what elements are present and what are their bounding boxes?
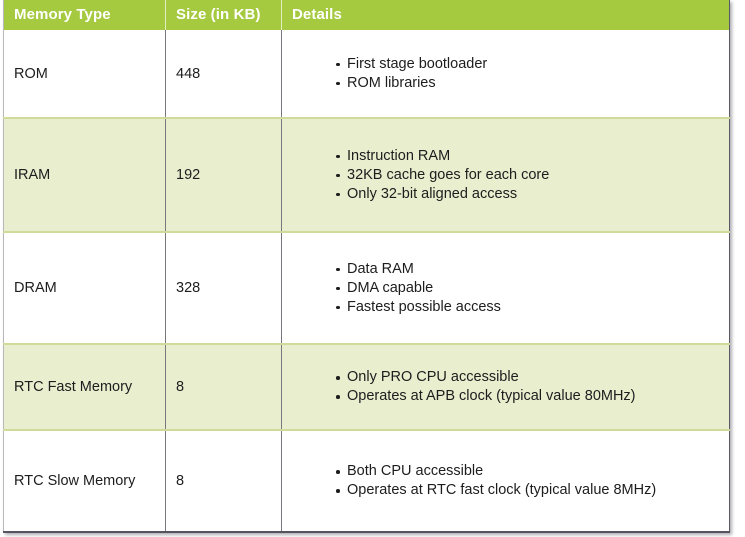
- list-item: Only PRO CPU accessible: [336, 368, 721, 387]
- detail-list: Only PRO CPU accessible Operates at APB …: [282, 368, 721, 406]
- cell-size: 8: [165, 344, 282, 431]
- table-row: DRAM 328 Data RAM DMA capable Fastest po…: [3, 232, 730, 345]
- table-row: RTC Fast Memory 8 Only PRO CPU accessibl…: [3, 344, 730, 431]
- table-row: ROM 448 First stage bootloader ROM libra…: [3, 30, 730, 119]
- header-row: Memory Type Size (in KB) Details: [3, 0, 730, 30]
- list-item: Operates at APB clock (typical value 80M…: [336, 387, 721, 406]
- list-item: Data RAM: [336, 260, 721, 279]
- table-row: RTC Slow Memory 8 Both CPU accessible Op…: [3, 430, 730, 532]
- detail-list: First stage bootloader ROM libraries: [282, 55, 721, 93]
- cell-size: 448: [165, 30, 282, 119]
- cell-memory-type: RTC Slow Memory: [3, 430, 166, 532]
- cell-details: Both CPU accessible Operates at RTC fast…: [282, 430, 730, 532]
- cell-details: Data RAM DMA capable Fastest possible ac…: [281, 232, 730, 345]
- memory-type-table: Memory Type Size (in KB) Details ROM 448…: [3, 0, 730, 533]
- cell-memory-type: RTC Fast Memory: [3, 344, 166, 431]
- table-row: IRAM 192 Instruction RAM 32KB cache goes…: [3, 118, 730, 233]
- list-item: ROM libraries: [336, 74, 721, 93]
- column-header-size: Size (in KB): [165, 0, 282, 30]
- cell-size: 8: [165, 430, 282, 532]
- list-item: DMA capable: [336, 279, 721, 298]
- cell-memory-type: DRAM: [3, 232, 166, 345]
- detail-list: Instruction RAM 32KB cache goes for each…: [282, 147, 721, 204]
- column-header-details: Details: [281, 0, 730, 30]
- detail-list: Data RAM DMA capable Fastest possible ac…: [282, 260, 721, 317]
- cell-details: Only PRO CPU accessible Operates at APB …: [281, 344, 730, 431]
- list-item: Instruction RAM: [336, 147, 721, 166]
- list-item: 32KB cache goes for each core: [336, 166, 721, 185]
- list-item: Operates at RTC fast clock (typical valu…: [336, 481, 721, 500]
- table-body: ROM 448 First stage bootloader ROM libra…: [3, 30, 730, 532]
- list-item: Both CPU accessible: [336, 462, 721, 481]
- list-item: Only 32-bit aligned access: [336, 185, 721, 204]
- list-item: First stage bootloader: [336, 55, 721, 74]
- detail-list: Both CPU accessible Operates at RTC fast…: [282, 462, 721, 500]
- cell-size: 192: [165, 118, 282, 233]
- cell-details: Instruction RAM 32KB cache goes for each…: [281, 118, 730, 233]
- cell-memory-type: ROM: [3, 30, 166, 119]
- cell-memory-type: IRAM: [3, 118, 166, 233]
- cell-details: First stage bootloader ROM libraries: [281, 30, 730, 119]
- table-header: Memory Type Size (in KB) Details: [3, 0, 730, 30]
- cell-size: 328: [165, 232, 282, 345]
- column-header-memory-type: Memory Type: [3, 0, 166, 30]
- list-item: Fastest possible access: [336, 298, 721, 317]
